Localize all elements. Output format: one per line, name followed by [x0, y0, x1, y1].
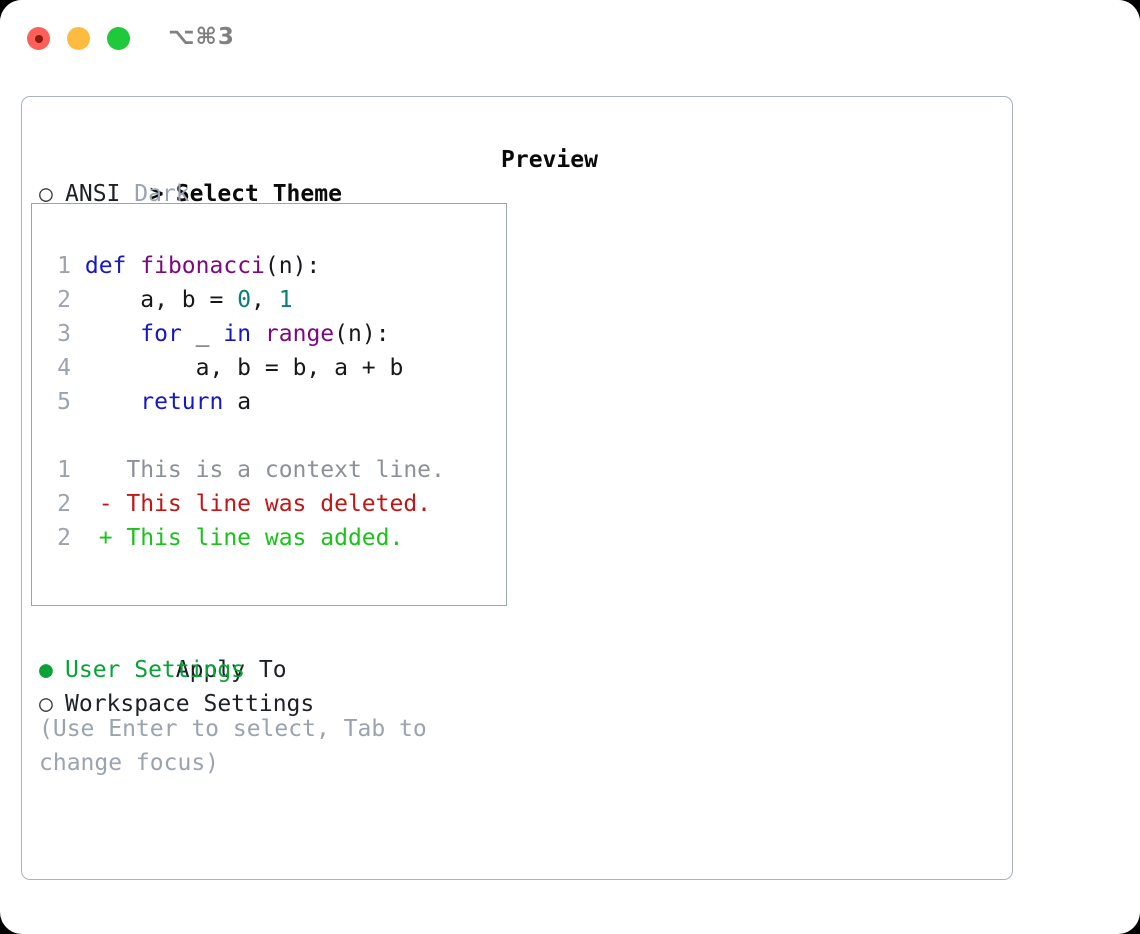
diff-text: This line was added.: [126, 525, 404, 551]
line-number: 2: [57, 525, 71, 551]
line-number: 5: [57, 389, 71, 415]
gutter-space: [71, 287, 85, 313]
code-line: 4 a, b = b, a + b: [45, 351, 445, 385]
theme-list-item[interactable]: ○ ANSI Dark: [39, 177, 479, 211]
diff-text: This line was deleted.: [126, 491, 432, 517]
theme-name-label: ANSI: [65, 181, 121, 207]
theme-picker-panel: >Select Theme ○ANSI Dark○Atom One Dark○A…: [21, 96, 1013, 880]
apply-to-label: Workspace Settings: [65, 691, 315, 717]
apply-to-item[interactable]: ● User Settings: [39, 653, 479, 687]
code-token: ,: [251, 287, 279, 313]
code-token: for: [140, 321, 182, 347]
code-line: 2 a, b = 0, 1: [45, 283, 445, 317]
code-token: 1: [278, 287, 293, 313]
diff-line: 1 This is a context line.: [45, 453, 445, 487]
code-token: [85, 321, 140, 347]
theme-list-header: > Select Theme: [39, 143, 479, 207]
window-titlebar: ⌥⌘3: [0, 0, 1140, 78]
code-token: range: [264, 321, 335, 347]
code-token: [251, 321, 265, 347]
theme-list-header-label: Select Theme: [175, 181, 342, 207]
preview-column: Preview: [501, 143, 981, 177]
code-token: (n):: [334, 321, 390, 347]
apply-to-label: User Settings: [65, 657, 246, 683]
apply-to-header-label: Apply To: [175, 657, 287, 683]
line-number: 2: [57, 491, 71, 517]
prompt-caret-icon: >: [149, 181, 164, 207]
apply-to-item[interactable]: ○ Workspace Settings: [39, 687, 479, 721]
code-token: [126, 253, 140, 279]
code-token: _: [181, 321, 224, 347]
code-line: 3 for _ in range(n):: [45, 317, 445, 351]
code-token: in: [223, 321, 252, 347]
gutter-space: [71, 253, 85, 279]
line-number: 3: [57, 321, 71, 347]
code-token: 0: [237, 287, 252, 313]
diff-lines: 1 This is a context line.2 - This line w…: [45, 453, 445, 555]
line-number: 1: [57, 457, 71, 483]
code-token: a, b =: [84, 287, 238, 313]
close-window-button[interactable]: [27, 27, 50, 50]
code-token: a: [223, 389, 252, 415]
code-token: (n):: [264, 253, 321, 279]
apply-to-list[interactable]: ● User Settings ○ Workspace Settings: [39, 653, 479, 721]
diff-sign: -: [71, 491, 127, 517]
theme-variant-label: Dark: [120, 181, 190, 207]
line-number: 2: [57, 287, 71, 313]
code-token: [85, 389, 140, 415]
code-line: 5 return a: [45, 385, 445, 419]
code-token: a, b = b, a + b: [84, 355, 404, 381]
keyboard-shortcut-label: ⌥⌘3: [168, 24, 235, 50]
line-number: 1: [57, 253, 71, 279]
code-line: 1 def fibonacci(n):: [45, 249, 445, 283]
gutter-space: [71, 321, 85, 347]
radio-unselected-icon[interactable]: ○: [39, 181, 53, 207]
radio-selected-icon[interactable]: ●: [39, 657, 53, 683]
radio-unselected-icon[interactable]: ○: [39, 691, 53, 717]
diff-line: 2 - This line was deleted.: [45, 487, 445, 521]
gutter-space: [71, 355, 85, 381]
apply-to-header: ○Apply To: [39, 619, 479, 683]
diff-sign: [71, 457, 126, 483]
line-number: 4: [57, 355, 71, 381]
minimize-window-button[interactable]: [67, 27, 90, 50]
code-diff-spacer: [45, 419, 445, 453]
diff-text: This is a context line.: [126, 457, 445, 483]
diff-line: 2 + This line was added.: [45, 521, 445, 555]
diff-sign: +: [71, 525, 127, 551]
gutter-space: [71, 389, 85, 415]
code-token: fibonacci: [140, 253, 265, 279]
keyboard-hint-text: (Use Enter to select, Tab to change focu…: [39, 716, 427, 776]
preview-title: Preview: [501, 147, 598, 173]
code-token: return: [140, 389, 224, 415]
maximize-window-button[interactable]: [107, 27, 130, 50]
code-token: def: [84, 253, 127, 279]
